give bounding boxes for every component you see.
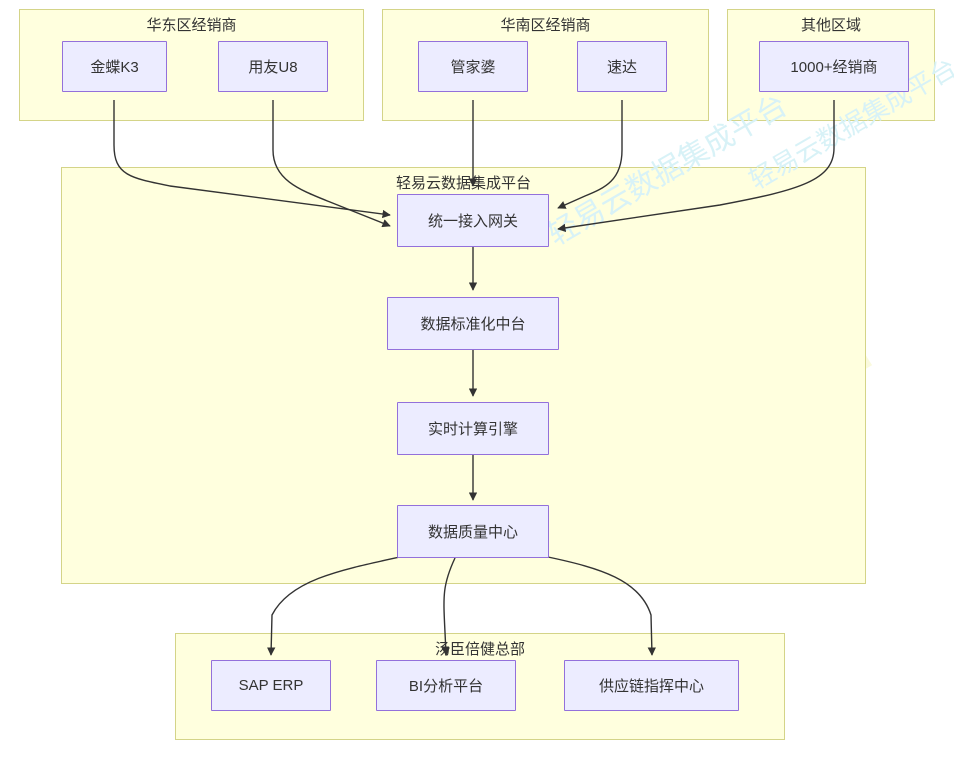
group-east-region-title: 华东区经销商 [146,17,237,34]
node-sap-erp[interactable]: SAP ERP [211,660,331,711]
node-unified-gateway[interactable]: 统一接入网关 [397,194,549,247]
node-kingdee-k3[interactable]: 金蝶K3 [62,41,167,92]
node-data-quality-center[interactable]: 数据质量中心 [397,505,549,558]
watermark-platform-text-1: 轻易云数据集成平台 [542,88,793,253]
group-headquarters-title: 汤臣倍健总部 [434,641,525,658]
node-yonyou-u8[interactable]: 用友U8 [218,41,328,92]
node-supply-chain-command-center[interactable]: 供应链指挥中心 [564,660,739,711]
node-suda[interactable]: 速达 [577,41,667,92]
node-realtime-compute-engine-label: 实时计算引擎 [427,421,518,438]
node-yonyou-u8-label: 用友U8 [248,59,298,76]
node-bi-platform[interactable]: BI分析平台 [376,660,516,711]
node-data-quality-center-label: 数据质量中心 [427,524,518,541]
node-guanjiapo[interactable]: 管家婆 [418,41,528,92]
node-supply-chain-command-center-label: 供应链指挥中心 [598,678,704,695]
group-platform-title: 轻易云数据集成平台 [395,175,531,192]
node-guanjiapo-label: 管家婆 [450,59,496,76]
node-realtime-compute-engine[interactable]: 实时计算引擎 [397,402,549,455]
node-bi-platform-label: BI分析平台 [408,678,484,695]
node-thousand-plus-dealers-label: 1000+经销商 [790,59,878,76]
group-other-region-title: 其他区域 [800,17,861,34]
node-kingdee-k3-label: 金蝶K3 [90,59,139,76]
node-unified-gateway-label: 统一接入网关 [427,213,518,230]
node-data-standardization-label: 数据标准化中台 [420,316,526,333]
node-data-standardization[interactable]: 数据标准化中台 [387,297,559,350]
node-suda-label: 速达 [606,59,637,76]
group-south-region-title: 华南区经销商 [500,17,591,34]
node-thousand-plus-dealers[interactable]: 1000+经销商 [759,41,909,92]
node-sap-erp-label: SAP ERP [238,677,304,694]
